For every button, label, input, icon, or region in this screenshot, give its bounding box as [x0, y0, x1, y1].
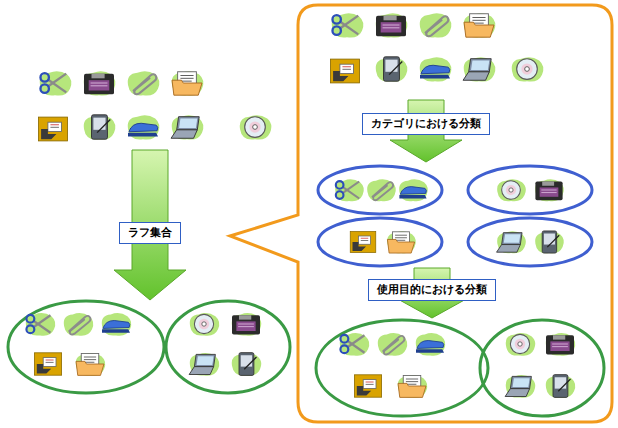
purpose-ellipses [316, 320, 604, 416]
group-icons [26, 313, 262, 376]
purpose-icons [340, 333, 576, 398]
category-icons [335, 179, 564, 253]
bubble-icons [331, 13, 544, 83]
label-box: ラフ集合 [119, 222, 181, 244]
box-label: ラフ集合 [128, 226, 172, 240]
block-arrow [114, 150, 186, 300]
box-label: カテゴリにおける分類 [371, 117, 481, 131]
group-ellipses [8, 301, 290, 393]
source-icons [39, 71, 272, 141]
category-ellipses [318, 166, 592, 266]
box-label: 使用目的における分類 [377, 283, 487, 297]
label-box: カテゴリにおける分類 [362, 113, 490, 135]
label-box: 使用目的における分類 [368, 279, 496, 301]
